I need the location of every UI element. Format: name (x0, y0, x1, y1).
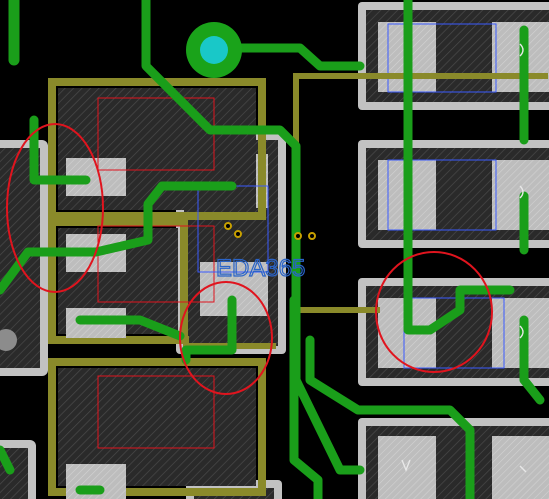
component-right-4[interactable] (358, 418, 549, 499)
watermark-text: EDA365 (216, 255, 305, 282)
annotation-layer (6, 123, 493, 395)
polarity-marks (401, 43, 527, 473)
ref-outline (97, 375, 215, 449)
small-vias[interactable] (224, 222, 316, 240)
ref-outline (97, 225, 215, 303)
pin1-marker (0, 329, 17, 351)
component-left-bottom[interactable] (48, 358, 266, 499)
highlight-ellipse-center (179, 281, 273, 395)
via-large[interactable] (186, 22, 242, 78)
highlight-ellipse-left (6, 123, 104, 293)
highlight-ellipse-right (375, 251, 493, 373)
pad[interactable] (492, 436, 549, 499)
